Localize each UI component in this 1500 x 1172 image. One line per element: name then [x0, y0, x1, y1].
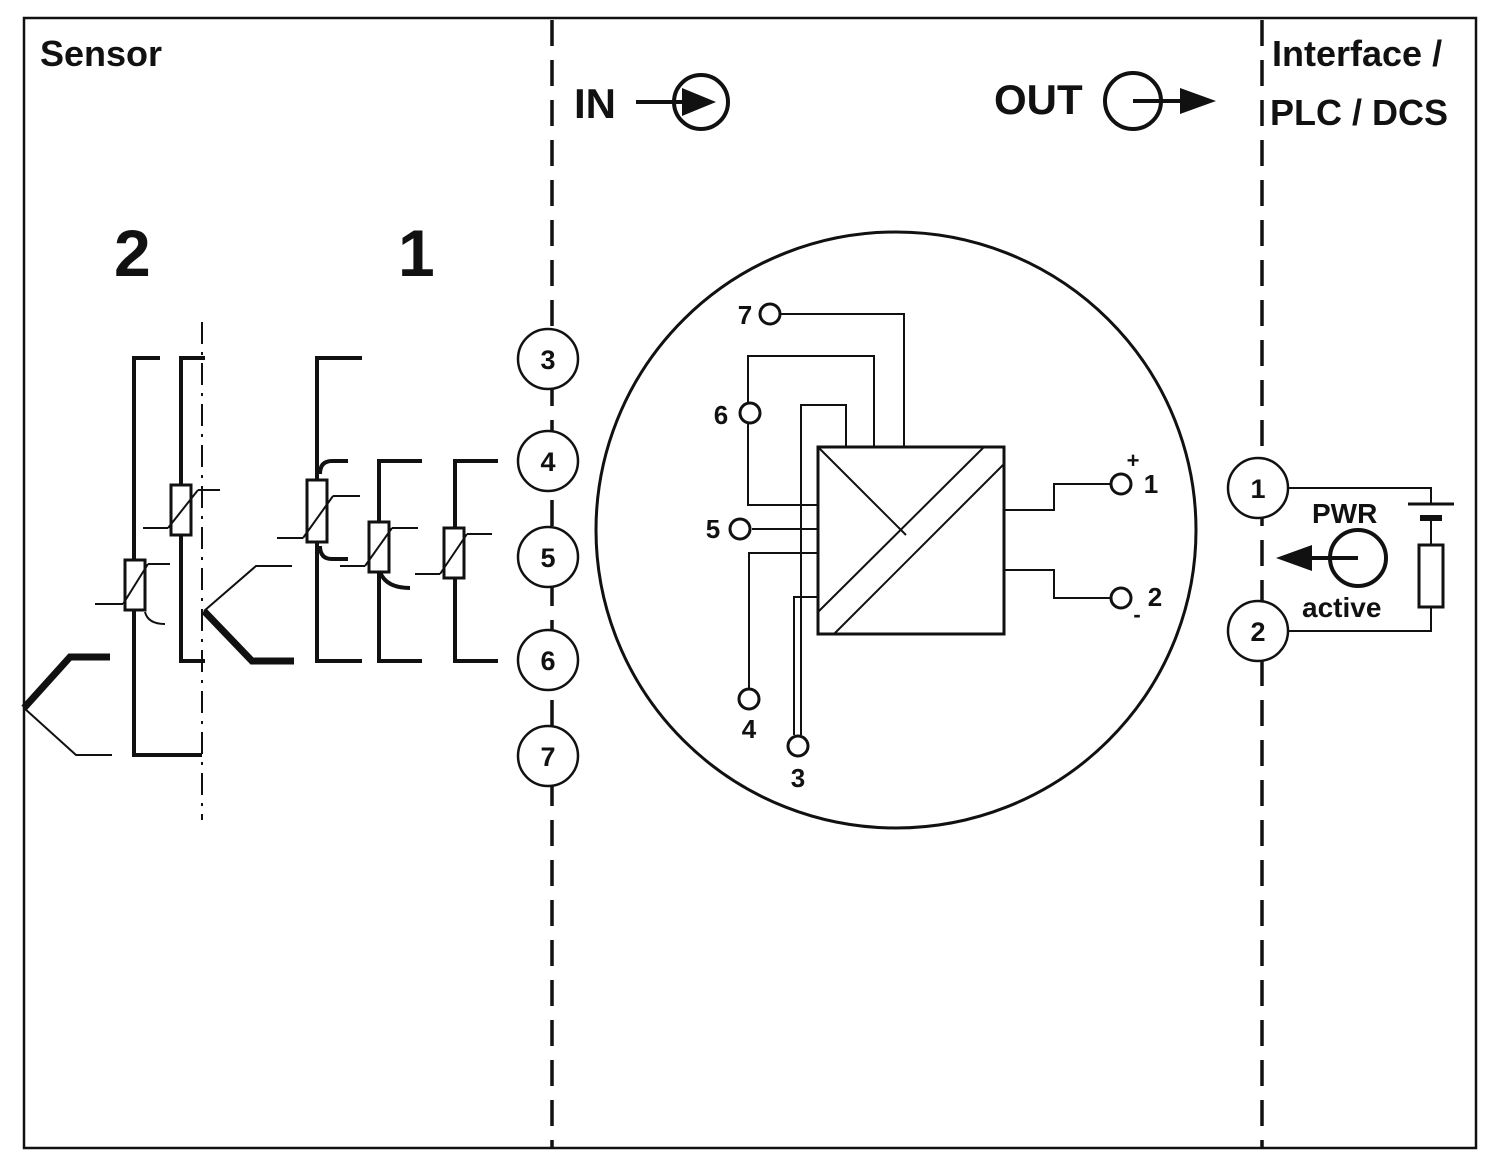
output-terminal-1-label: 1 [1250, 474, 1265, 504]
current-source-icon [1276, 528, 1388, 588]
terminal-4-label: 4 [540, 447, 555, 477]
terminal-7 [516, 724, 580, 788]
out-label: OUT [994, 76, 1083, 123]
input-terminals: 3 4 5 6 7 [516, 327, 580, 788]
module-out-minus: - [1133, 602, 1140, 627]
terminal-6-label: 6 [540, 646, 555, 676]
terminal-5 [516, 525, 580, 589]
module-out-pin-2 [1109, 586, 1133, 610]
sensor-variant-2: 2 [114, 216, 151, 290]
sensor-variant-1-wiring [277, 356, 498, 663]
module-pin-5 [728, 517, 752, 541]
outer-frame [22, 16, 1478, 1150]
module-pin-3-label: 3 [791, 763, 805, 793]
thermocouple-icon [21, 653, 110, 711]
module-pin-4-label: 4 [742, 714, 757, 744]
module-out-pin-2-label: 2 [1148, 582, 1162, 612]
active-label: active [1302, 592, 1381, 623]
terminal-3 [516, 327, 580, 391]
module-detail-circle [594, 230, 1198, 830]
module-out-pin-1 [1109, 472, 1133, 496]
load-resistor-icon [1417, 543, 1445, 609]
sensor-variant-2-wiring [21, 322, 294, 820]
output-terminal-2-label: 2 [1250, 617, 1265, 647]
module-pin-6 [738, 401, 762, 425]
in-label: IN [574, 80, 616, 127]
module-pin-6-label: 6 [714, 400, 728, 430]
pwr-label: PWR [1312, 498, 1377, 529]
module-pin-3 [786, 734, 810, 758]
terminal-6 [516, 628, 580, 692]
module-pin-5-label: 5 [706, 514, 720, 544]
module-out-plus: + [1127, 448, 1140, 473]
out-arrow-icon: OUT [994, 71, 1216, 131]
terminal-5-label: 5 [540, 543, 555, 573]
interface-title-line2: PLC / DCS [1270, 92, 1448, 133]
module-pin-7-label: 7 [738, 300, 752, 330]
sensor-variant-1: 1 [398, 216, 435, 290]
terminal-4 [516, 429, 580, 493]
sensor-title: Sensor [40, 33, 162, 74]
thermocouple-icon [201, 608, 294, 665]
interface-title-line1: Interface / [1272, 33, 1442, 74]
rtd-resistor-icon [305, 478, 329, 544]
terminal-7-label: 7 [540, 742, 555, 772]
terminal-3-label: 3 [540, 345, 555, 375]
module-pin-4 [737, 687, 761, 711]
module-out-pin-1-label: 1 [1144, 469, 1158, 499]
module-detail: 7 6 5 4 3 + 1 - 2 [594, 230, 1198, 830]
power-supply-circuit: PWR active [1276, 487, 1454, 632]
in-arrow-icon: IN [574, 73, 730, 131]
module-pin-7 [758, 302, 782, 326]
output-terminals: 1 2 [1226, 456, 1290, 663]
